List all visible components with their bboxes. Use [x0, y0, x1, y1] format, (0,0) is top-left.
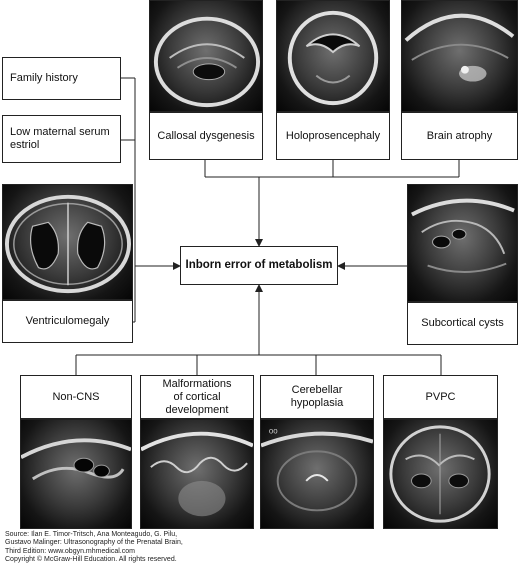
estriol-label-line-2: estriol: [10, 139, 40, 151]
holoprosencephaly-box: Holoprosencephaly: [276, 112, 390, 160]
holoprosencephaly-ultrasound-image: [276, 0, 390, 112]
inborn-error-of-metabolism-label: Inborn error of metabolism: [185, 259, 333, 271]
family-history-label: Family history: [10, 72, 78, 84]
callosal-dysgenesis-box: Callosal dysgenesis: [149, 112, 263, 160]
family-history-box: Family history: [2, 57, 121, 100]
source-line-3: Third Edition: www.obgyn.mhmedical.com: [5, 547, 135, 555]
pvpc-box: PVPC: [383, 375, 498, 419]
ventriculomegaly-ultrasound-image: [2, 184, 133, 300]
brain-atrophy-label: Brain atrophy: [426, 129, 493, 142]
subcortical-cysts-ultrasound-image: [407, 184, 518, 302]
source-credit: Source: Ilan E. Timor-Tritsch, Ana Monte…: [5, 531, 335, 565]
estriol-label-line-1: Low maternal serum: [10, 126, 110, 138]
source-line-1: Source: Ilan E. Timor-Tritsch, Ana Monte…: [5, 531, 178, 538]
non-cns-ultrasound-image: [20, 419, 132, 529]
malformations-ultrasound-image: [140, 419, 254, 529]
source-line-4: Copyright © McGraw-Hill Education. All r…: [5, 556, 177, 564]
cerebellar-hypoplasia-label: Cerebellar hypoplasia: [290, 384, 344, 409]
malformations-cortical-development-box: Malformations of cortical development: [140, 375, 254, 419]
pvpc-label: PVPC: [425, 390, 456, 403]
callosal-dysgenesis-ultrasound-image: [149, 0, 263, 112]
non-cns-label: Non-CNS: [52, 390, 100, 403]
callosal-dysgenesis-label: Callosal dysgenesis: [157, 129, 255, 142]
source-line-2: Gustavo Malinger: Ultrasonography of the…: [5, 539, 183, 547]
inborn-error-of-metabolism-box: Inborn error of metabolism: [180, 246, 338, 285]
pvpc-ultrasound-image: [383, 419, 498, 529]
ventriculomegaly-label: Ventriculomegaly: [25, 315, 110, 327]
holoprosencephaly-label: Holoprosencephaly: [285, 129, 381, 142]
ventriculomegaly-box: Ventriculomegaly: [2, 300, 133, 343]
brain-atrophy-box: Brain atrophy: [401, 112, 518, 160]
malformations-label-line-3: development: [165, 403, 229, 416]
low-maternal-serum-estriol-box: Low maternal serum estriol: [2, 115, 121, 163]
cerebellar-us-mark: oo: [269, 427, 278, 436]
cerebellar-hypoplasia-box: Cerebellar hypoplasia: [260, 375, 374, 419]
non-cns-box: Non-CNS: [20, 375, 132, 419]
malformations-label-line-1: Malformations: [162, 377, 232, 390]
malformations-label-line-2: of cortical: [173, 390, 221, 403]
subcortical-cysts-box: Subcortical cysts: [407, 302, 518, 345]
cerebellar-hypoplasia-ultrasound-image: oo: [260, 419, 374, 529]
subcortical-cysts-label: Subcortical cysts: [421, 317, 504, 329]
brain-atrophy-ultrasound-image: [401, 0, 518, 112]
